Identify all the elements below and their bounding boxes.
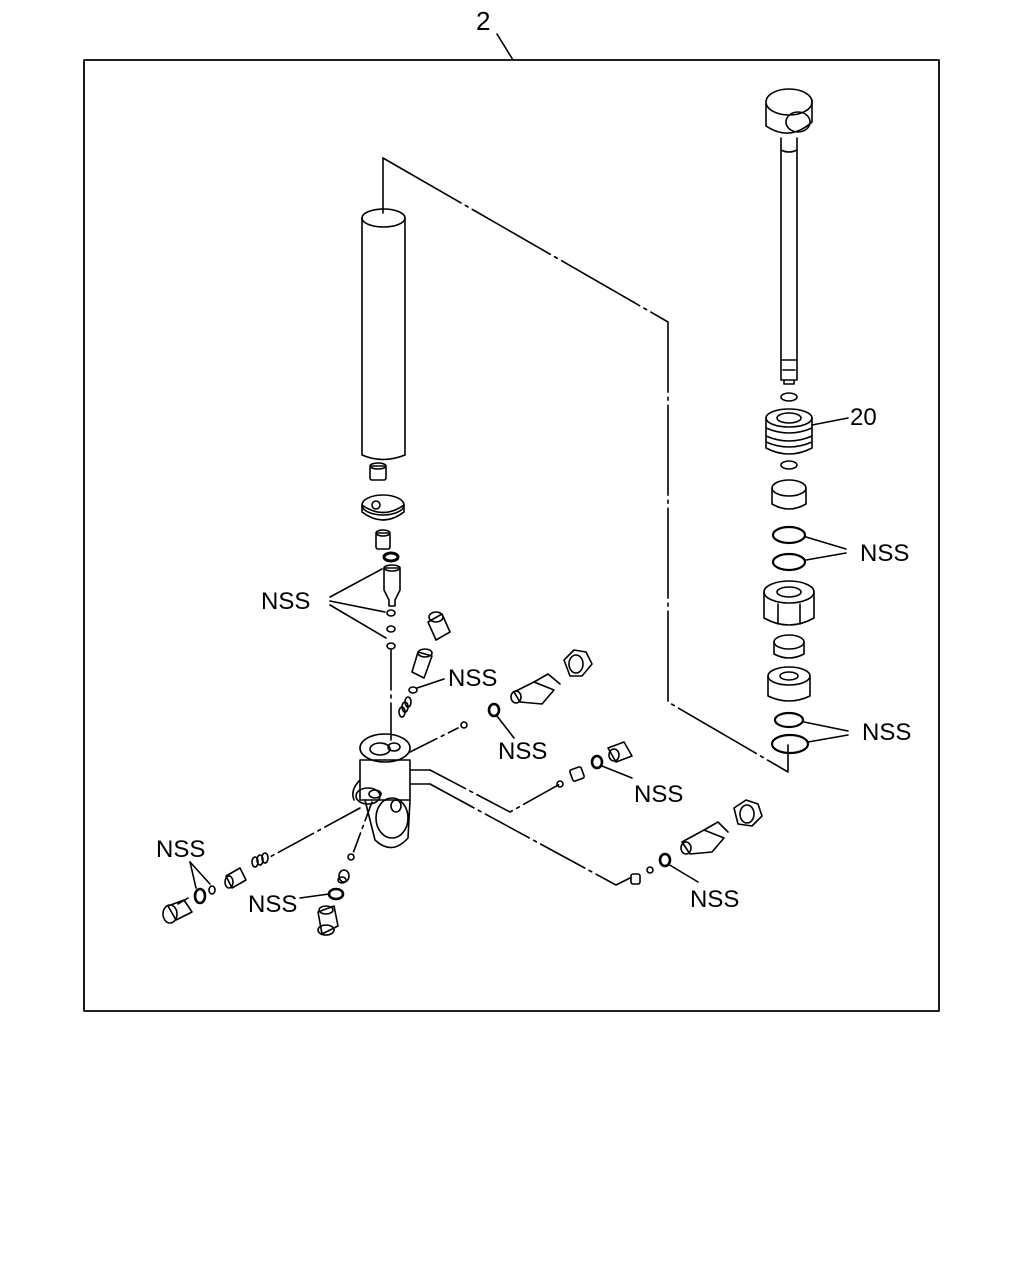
- rod-guide-lower: [767, 666, 811, 702]
- relief-valve-body: [411, 648, 433, 679]
- callout-20: 20: [850, 404, 877, 431]
- plug-right-middle: [607, 741, 633, 763]
- o-ring-rod-2: [771, 552, 807, 572]
- check-ball-lower: [337, 869, 350, 884]
- plunger-lower: [224, 867, 247, 889]
- piston-washer: [780, 460, 798, 470]
- o-ring-rod-3: [773, 711, 805, 729]
- gland-nut: [763, 580, 815, 626]
- o-ring-bottom-left: [327, 887, 345, 901]
- nss-label-left-lower: NSS: [156, 836, 205, 863]
- assembly-line-to-rod: [382, 157, 789, 773]
- nss-leaders-lower-left: [189, 861, 211, 889]
- diagram-frame: [83, 59, 940, 1012]
- small-plug: [375, 529, 391, 550]
- nss-leader-center: [496, 715, 515, 739]
- o-ring-small-e: [347, 853, 355, 861]
- tube-fitting: [361, 462, 405, 521]
- nss-label-center: NSS: [498, 738, 547, 765]
- callout-20-leader: [811, 417, 849, 426]
- nss-label-bottom-left: NSS: [248, 891, 297, 918]
- o-ring-small-a: [460, 721, 468, 729]
- nss-leader-center-upper: [416, 678, 445, 689]
- nss-label-left-middle: NSS: [261, 588, 310, 615]
- callout-2: 2: [476, 6, 490, 36]
- nss-label-center-upper: NSS: [448, 665, 497, 692]
- o-ring-small-c: [646, 866, 654, 874]
- hex-nut-upper: [563, 649, 593, 677]
- assembly-line-lower-right: [429, 783, 631, 886]
- union-fitting-lower: [680, 821, 729, 855]
- relief-valve-cap: [427, 611, 451, 641]
- nss-leader-bottom-left: [299, 893, 330, 899]
- o-ring-rod-4: [770, 733, 810, 755]
- nss-leaders-left: [329, 568, 387, 639]
- o-ring-center-upper: [408, 686, 418, 694]
- valve-body: [352, 733, 431, 849]
- bushing: [773, 634, 805, 659]
- rod-washer: [780, 392, 798, 402]
- o-ring-right-middle: [590, 754, 604, 770]
- spring-lower: [251, 852, 269, 868]
- piston: [765, 408, 813, 455]
- assembly-line-right: [429, 769, 561, 813]
- callout-2-leader: [496, 33, 514, 61]
- o-ring-center: [487, 702, 501, 718]
- nss-leaders-right-lower: [803, 721, 849, 743]
- plug-lower-left: [162, 897, 193, 924]
- piston-rod: [780, 137, 798, 385]
- nss-leaders-right-upper: [805, 536, 847, 561]
- spring-upper: [398, 696, 412, 718]
- union-fitting-upper: [510, 673, 561, 705]
- rod-guide-upper: [771, 479, 807, 510]
- nss-label-right-upper: NSS: [860, 540, 909, 567]
- plug-bottom: [317, 905, 339, 936]
- o-rings-column: [382, 551, 400, 650]
- o-ring-lower-right: [658, 852, 672, 868]
- assembly-line-left: [267, 807, 361, 859]
- assembly-line-down: [351, 801, 373, 857]
- o-ring-rod-1: [771, 525, 807, 545]
- plug-small-lower: [630, 873, 641, 885]
- nss-label-center-right: NSS: [634, 781, 683, 808]
- nss-label-right-lower: NSS: [862, 719, 911, 746]
- assembly-line-upper-right: [409, 727, 459, 753]
- rod-eye: [765, 88, 813, 134]
- o-ring-small-d: [208, 885, 216, 895]
- o-ring-lower-left: [193, 887, 207, 905]
- plug-small-right: [569, 766, 585, 782]
- nss-leader-center-right: [601, 765, 633, 779]
- nss-label-bottom-right: NSS: [690, 886, 739, 913]
- hex-nut-lower: [733, 799, 763, 827]
- cylinder-tube: [361, 208, 406, 461]
- nss-leader-bottom-right: [667, 863, 699, 883]
- o-ring-small-b: [556, 780, 564, 788]
- check-valve-plunger: [383, 564, 401, 607]
